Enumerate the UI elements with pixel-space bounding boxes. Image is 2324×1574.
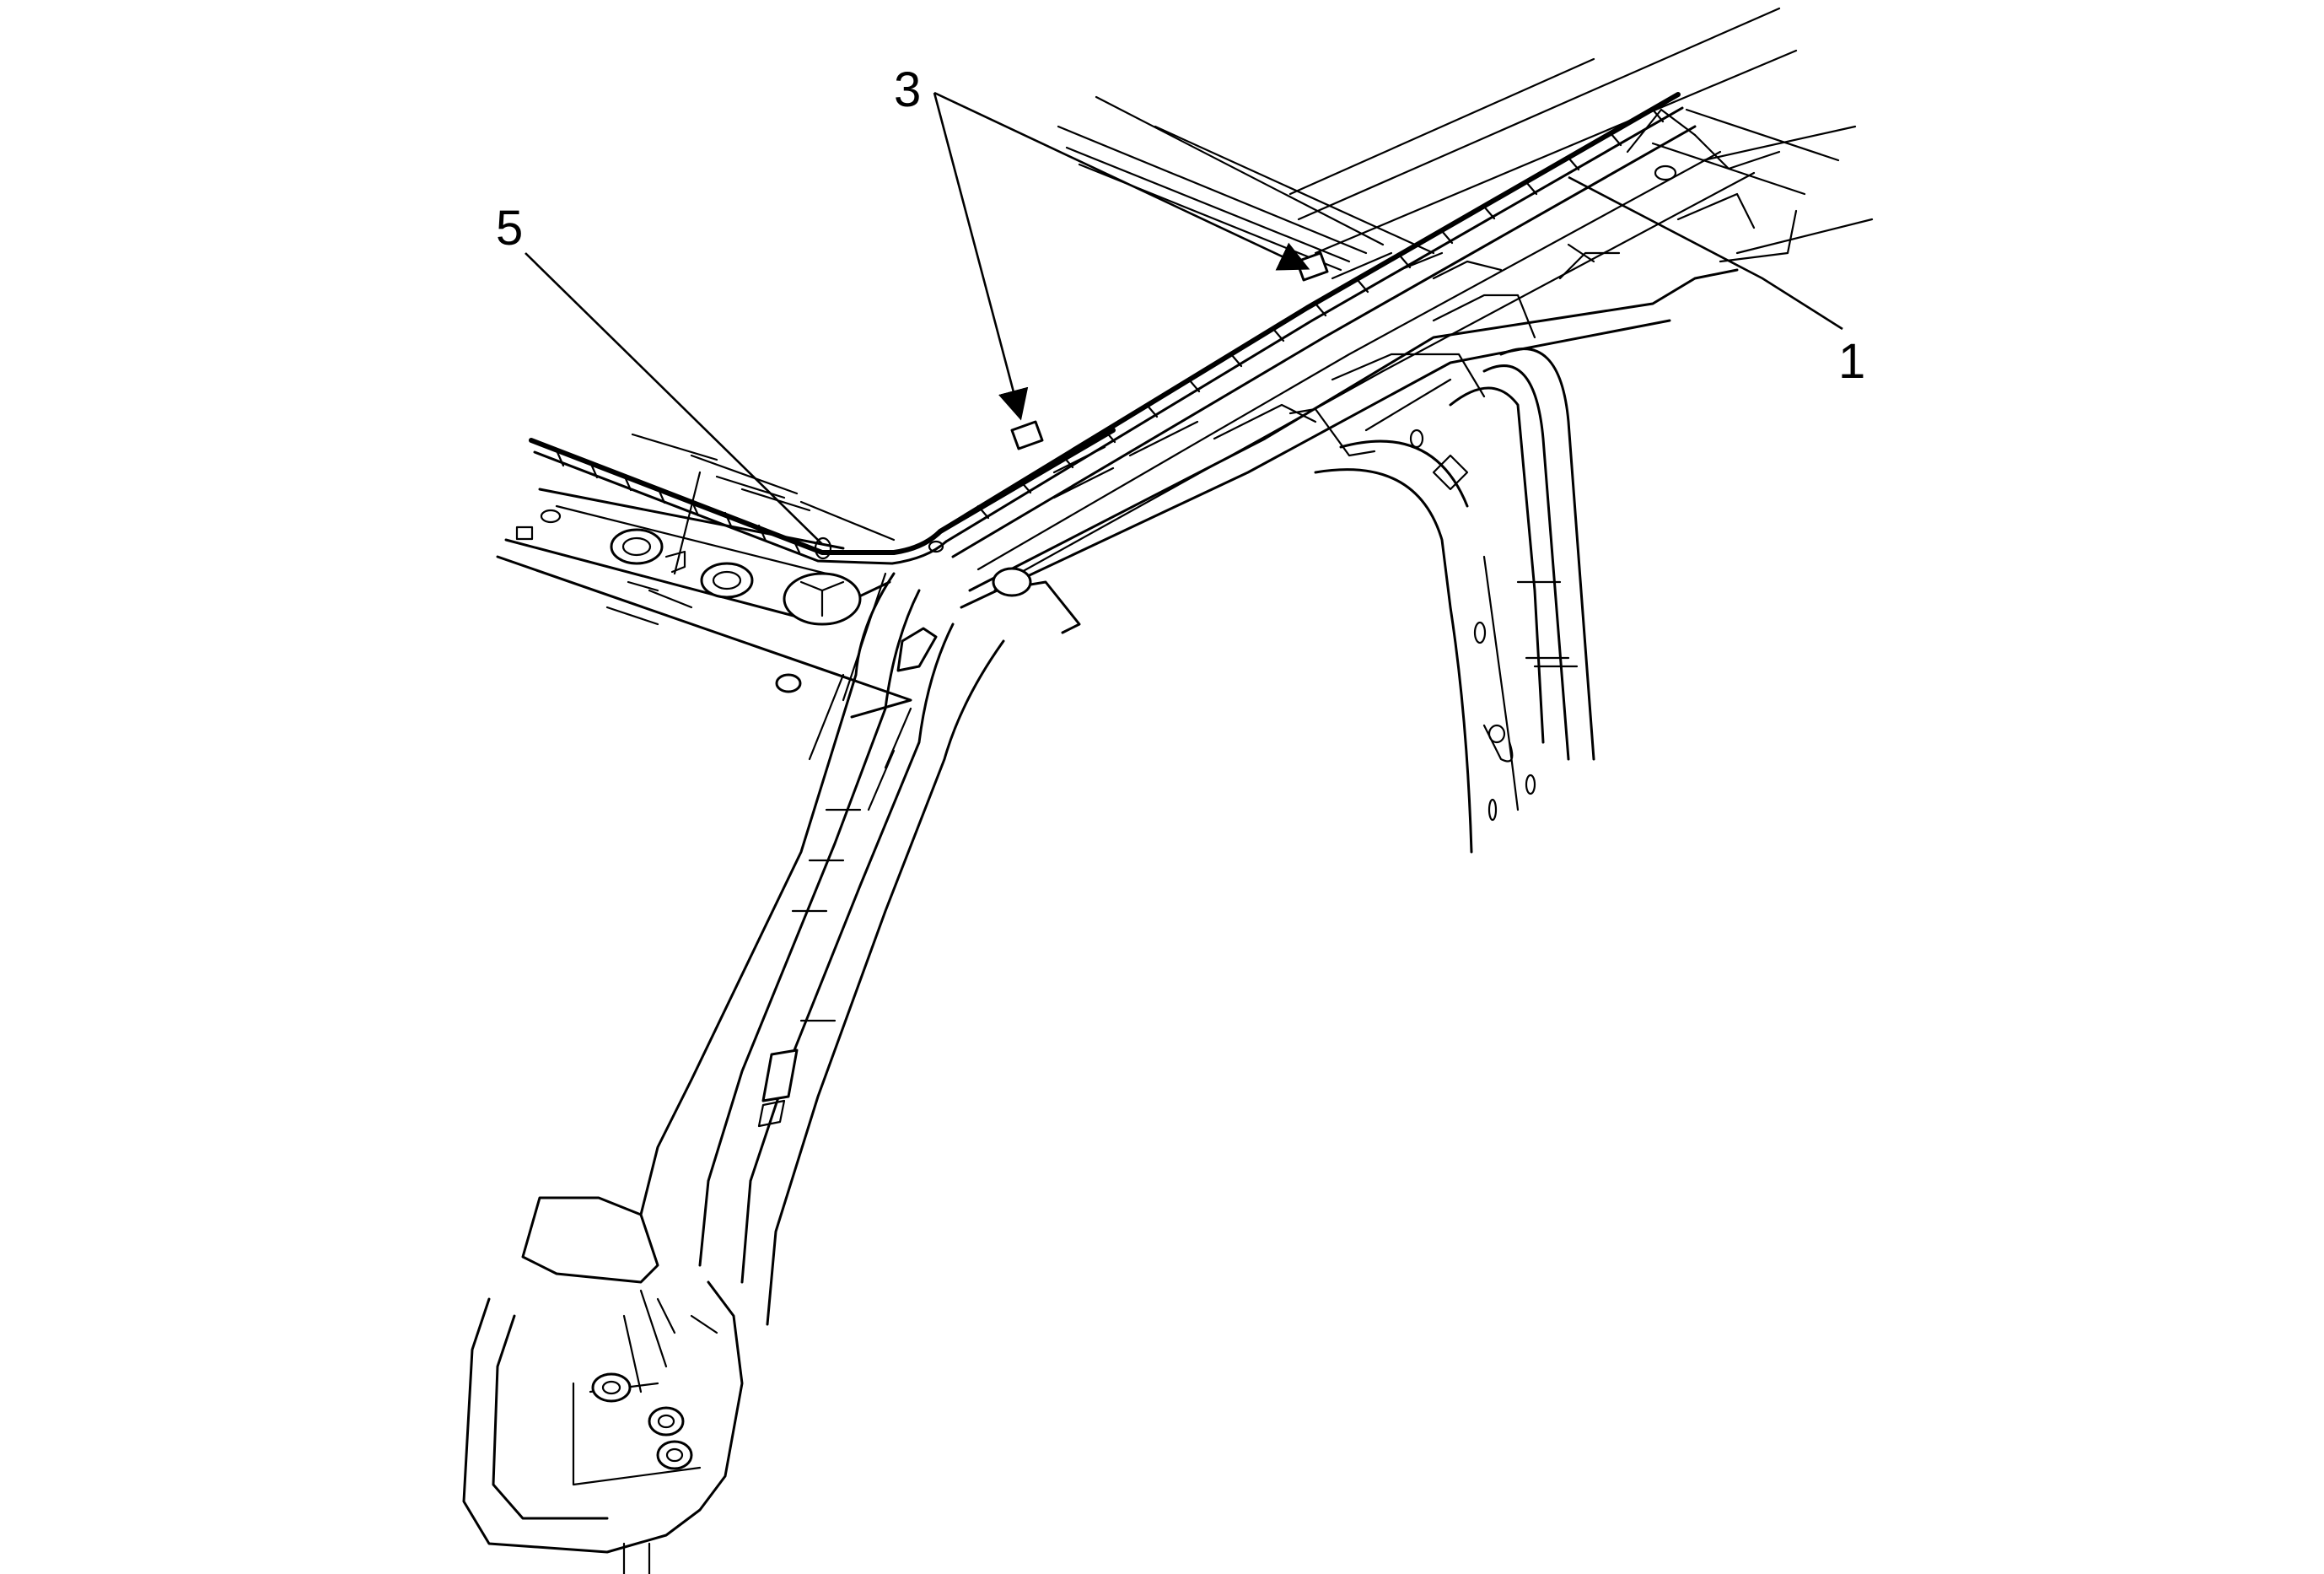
callout-labels: 1 3 5 <box>496 62 1865 389</box>
item-5-marker <box>814 536 832 560</box>
roof-rail-inner <box>960 108 1798 609</box>
leader-3b <box>933 91 1310 271</box>
front-pillar <box>639 567 1081 1326</box>
leader-5 <box>525 252 823 545</box>
roof-panel-lines <box>1057 7 1874 272</box>
leader-1 <box>1568 175 1843 331</box>
leader-3a <box>933 92 1029 421</box>
rear-pillar <box>1314 348 1595 854</box>
callout-1: 1 <box>1838 334 1865 389</box>
lower-bracket <box>462 1196 744 1574</box>
left-roof-rail <box>496 433 912 719</box>
pillar-fasteners <box>610 528 944 693</box>
callout-5: 5 <box>496 201 523 256</box>
leader-lines <box>525 91 1843 560</box>
retainer-clips <box>1010 251 1329 450</box>
sealing-strip-main <box>938 92 1756 584</box>
callout-3: 3 <box>894 62 921 117</box>
